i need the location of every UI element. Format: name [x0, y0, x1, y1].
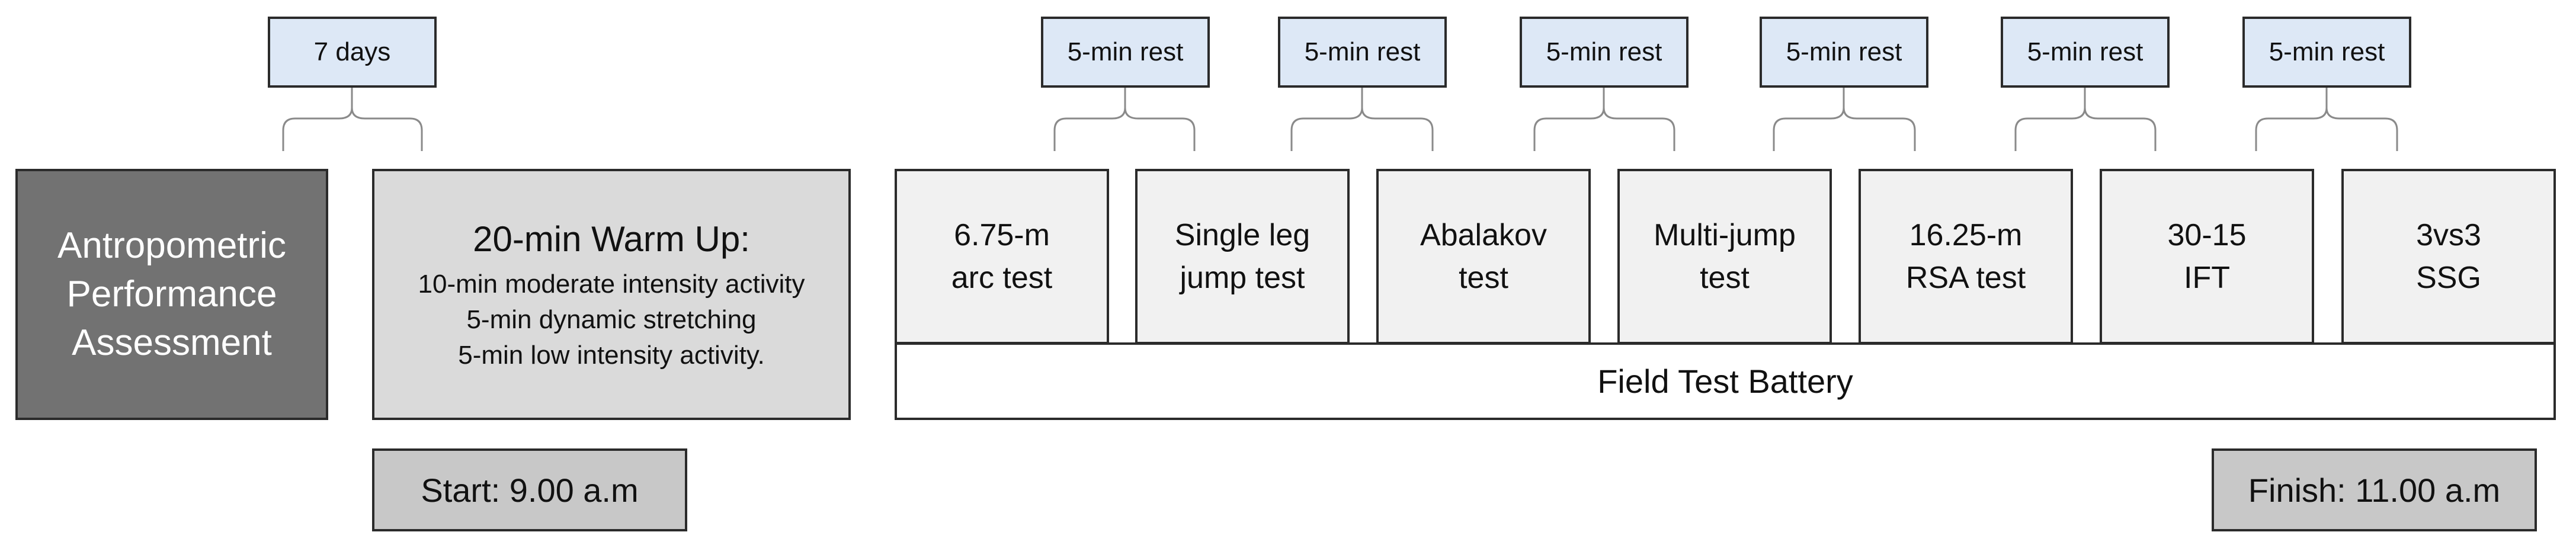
start-time-label: Start: 9.00 a.m: [421, 471, 639, 509]
test-box-abalakov: Abalakov test: [1376, 169, 1591, 344]
test-3-line-1: Abalakov: [1420, 218, 1547, 252]
interval-days-box: 7 days: [268, 17, 437, 88]
rest-box-1: 5-min rest: [1041, 17, 1210, 88]
brace-rest-1: [1053, 88, 1196, 151]
rest-box-5: 5-min rest: [2001, 17, 2170, 88]
test-2-line-1: Single leg: [1174, 218, 1311, 252]
assessment-line-3: Assessment: [72, 322, 272, 363]
test-1-line-2: arc test: [951, 261, 1053, 295]
test-3-line-2: test: [1459, 261, 1508, 295]
brace-rest-3: [1533, 88, 1675, 151]
test-box-rsa: 16.25-m RSA test: [1859, 169, 2073, 344]
rest-label-2: 5-min rest: [1304, 37, 1421, 66]
test-5-line-2: RSA test: [1905, 261, 2026, 295]
brace-rest-6: [2255, 88, 2398, 151]
rest-label-6: 5-min rest: [2269, 37, 2385, 66]
test-box-multi-jump: Multi-jump test: [1617, 169, 1832, 344]
test-box-single-leg: Single leg jump test: [1135, 169, 1350, 344]
start-time-box: Start: 9.00 a.m: [372, 448, 687, 531]
field-test-battery-box: Field Test Battery: [895, 342, 2556, 420]
test-2-line-2: jump test: [1180, 261, 1305, 295]
rest-label-4: 5-min rest: [1786, 37, 1902, 66]
test-6-line-2: IFT: [2184, 261, 2230, 295]
rest-label-3: 5-min rest: [1546, 37, 1662, 66]
anthropometric-assessment-box: Antropometric Performance Assessment: [15, 169, 328, 420]
test-6-line-1: 30-15: [2167, 218, 2247, 252]
test-4-line-1: Multi-jump: [1654, 218, 1796, 252]
warmup-box: 20-min Warm Up: 10-min moderate intensit…: [372, 169, 851, 420]
rest-label-1: 5-min rest: [1067, 37, 1184, 66]
test-7-line-1: 3vs3: [2416, 218, 2481, 252]
brace-rest-5: [2014, 88, 2157, 151]
test-7-line-2: SSG: [2416, 261, 2481, 295]
brace-rest-2: [1290, 88, 1434, 151]
assessment-line-2: Performance: [66, 274, 277, 315]
brace-interval: [282, 88, 423, 151]
finish-time-box: Finish: 11.00 a.m: [2212, 448, 2537, 531]
test-box-ssg: 3vs3 SSG: [2341, 169, 2556, 344]
rest-box-4: 5-min rest: [1760, 17, 1928, 88]
finish-time-label: Finish: 11.00 a.m: [2248, 471, 2501, 509]
rest-label-5: 5-min rest: [2027, 37, 2144, 66]
brace-rest-4: [1773, 88, 1916, 151]
warmup-line-3: 5-min low intensity activity.: [458, 341, 765, 370]
warmup-line-2: 5-min dynamic stretching: [466, 305, 757, 334]
test-box-arc: 6.75-m arc test: [895, 169, 1109, 344]
test-4-line-2: test: [1700, 261, 1750, 295]
assessment-line-1: Antropometric: [57, 225, 286, 266]
warmup-line-1: 10-min moderate intensity activity: [418, 270, 805, 299]
test-box-ift: 30-15 IFT: [2100, 169, 2314, 344]
field-test-battery-label: Field Test Battery: [1597, 363, 1853, 400]
test-1-line-1: 6.75-m: [954, 218, 1050, 252]
test-5-line-1: 16.25-m: [1909, 218, 2023, 252]
rest-box-2: 5-min rest: [1278, 17, 1447, 88]
rest-box-3: 5-min rest: [1520, 17, 1689, 88]
rest-box-6: 5-min rest: [2242, 17, 2411, 88]
warmup-title: 20-min Warm Up:: [473, 219, 750, 259]
interval-days-label: 7 days: [313, 37, 391, 66]
